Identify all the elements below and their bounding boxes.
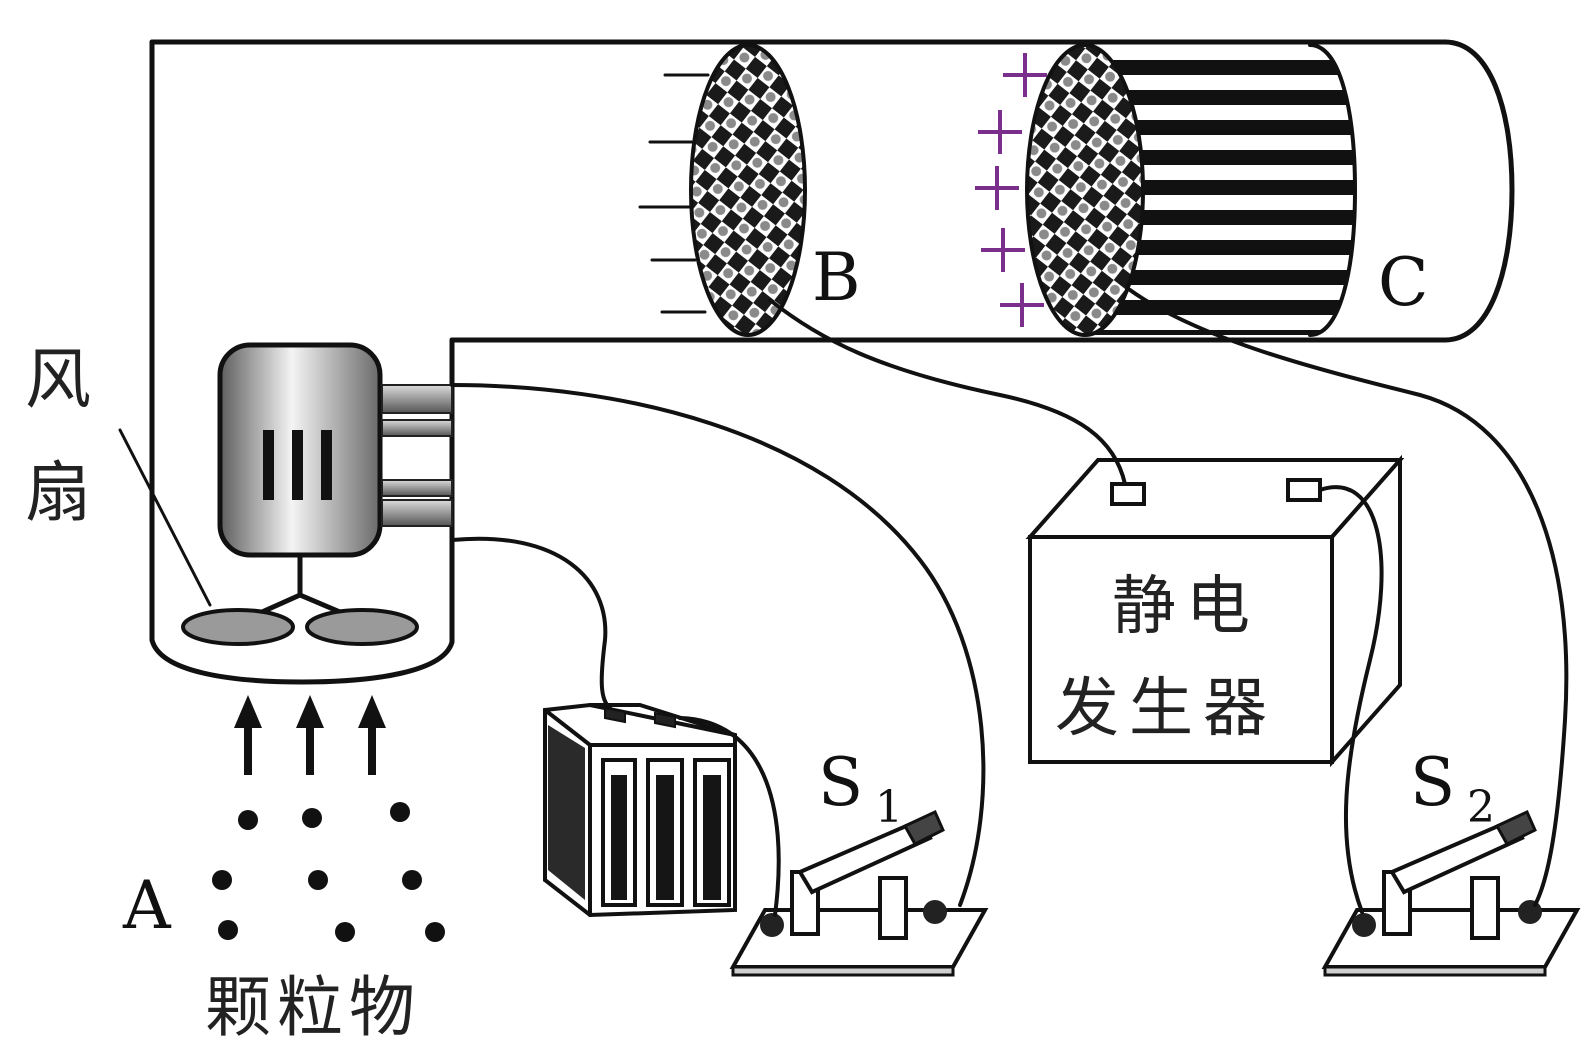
particle-dot xyxy=(335,922,355,942)
airflow-arrow xyxy=(234,695,262,775)
switch-s2-label: S xyxy=(1410,744,1455,821)
wire-motor-to-s1 xyxy=(450,383,986,907)
generator-terminal-left xyxy=(1110,482,1146,506)
plus-sign xyxy=(1003,53,1047,97)
particle-dot xyxy=(218,920,238,940)
wire-plate-c-to-s2 xyxy=(1128,288,1569,907)
plate-b-negative-grid: B xyxy=(638,43,861,337)
battery xyxy=(543,702,737,918)
airflow-arrow xyxy=(358,695,386,775)
fan-blades xyxy=(181,608,419,646)
plus-sign xyxy=(975,166,1019,210)
particle-dot xyxy=(390,802,410,822)
particles-caption: 颗粒物 xyxy=(205,969,421,1046)
switch-s2-subscript: 2 xyxy=(1467,782,1495,833)
switch-s1-subscript: 1 xyxy=(875,782,903,833)
negative-signs xyxy=(638,73,710,314)
generator-label-line-1: 静电 xyxy=(1112,570,1260,644)
plus-sign xyxy=(1000,283,1044,327)
particle-dot xyxy=(425,922,445,942)
plus-sign xyxy=(981,228,1025,272)
plate-c-label: C xyxy=(1378,244,1429,321)
fan-motor xyxy=(217,342,453,615)
airflow-arrow xyxy=(296,695,324,775)
switch-s2: S 2 xyxy=(1321,744,1581,977)
fan-label-char-1: 风 xyxy=(25,341,91,418)
wire-generator-to-s2 xyxy=(1318,485,1384,914)
electrostatic-generator: 静电 发生器 xyxy=(1025,454,1405,768)
particle-dot xyxy=(238,810,258,830)
particle-label: A xyxy=(122,867,172,944)
generator-terminal-right xyxy=(1286,478,1322,502)
fan-label-char-2: 扇 xyxy=(25,454,91,531)
plate-c-positive-collector: C xyxy=(975,43,1429,337)
particle-dot xyxy=(402,870,422,890)
airflow-arrows xyxy=(234,695,386,775)
plus-sign xyxy=(978,110,1022,154)
switch-s1: S 1 xyxy=(729,744,989,977)
particle-dot xyxy=(212,870,232,890)
plate-b-label: B xyxy=(812,239,861,316)
particle-dot xyxy=(302,808,322,828)
switch-s1-label: S xyxy=(818,744,863,821)
wire-battery-to-s1 xyxy=(678,716,781,917)
wire-motor-to-battery xyxy=(450,536,612,710)
particles xyxy=(212,802,445,942)
wires xyxy=(450,288,1569,917)
generator-label-line-2: 发生器 xyxy=(1055,672,1277,746)
fan-leader-line xyxy=(118,428,212,607)
particle-dot xyxy=(308,870,328,890)
positive-signs xyxy=(975,53,1047,327)
wire-plate-b-to-generator xyxy=(768,298,1127,486)
